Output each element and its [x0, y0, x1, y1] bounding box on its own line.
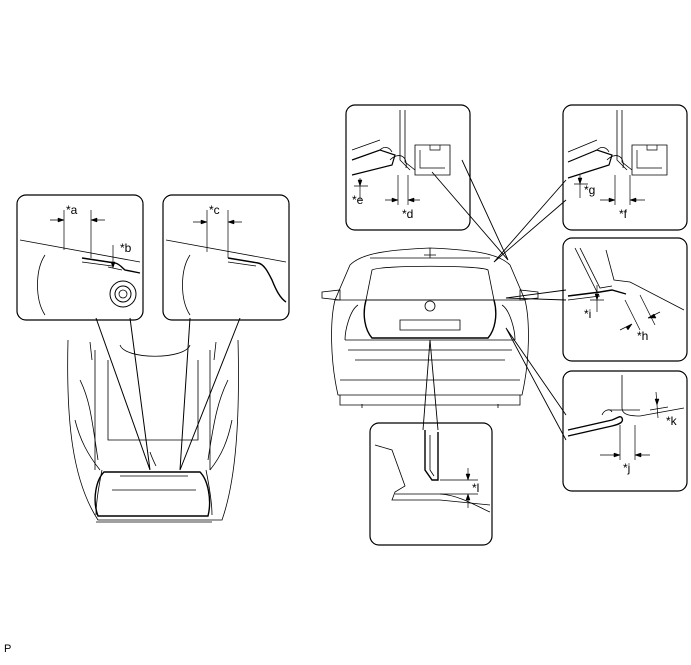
leader-line-c — [179, 317, 241, 471]
detail-box-ab — [16, 194, 144, 321]
callout-f: *f — [619, 207, 628, 221]
detail-box-hi — [562, 237, 688, 362]
callout-j: *j — [623, 461, 630, 475]
callout-c: *c — [209, 203, 220, 217]
callout-k: *k — [666, 414, 678, 428]
callout-g: *g — [584, 183, 595, 197]
detail-box-de — [345, 104, 471, 231]
callout-h: *h — [637, 329, 648, 343]
leader-lines-right — [422, 159, 567, 441]
callout-d: *d — [402, 207, 413, 221]
diagram-code: P — [4, 643, 12, 655]
detail-box-c — [162, 194, 290, 321]
detail-box-l — [369, 422, 493, 546]
callout-i: *i — [584, 307, 591, 321]
detail-box-fg — [562, 104, 688, 231]
callout-l: *l — [472, 481, 479, 495]
callout-e: *e — [352, 193, 364, 207]
callout-b: *b — [120, 241, 132, 255]
vehicle-rear-view — [321, 247, 539, 408]
detail-box-jk — [562, 370, 688, 492]
vehicle-top-view — [67, 339, 239, 523]
leader-line-a-b — [95, 317, 151, 471]
callout-a: *a — [66, 203, 78, 217]
